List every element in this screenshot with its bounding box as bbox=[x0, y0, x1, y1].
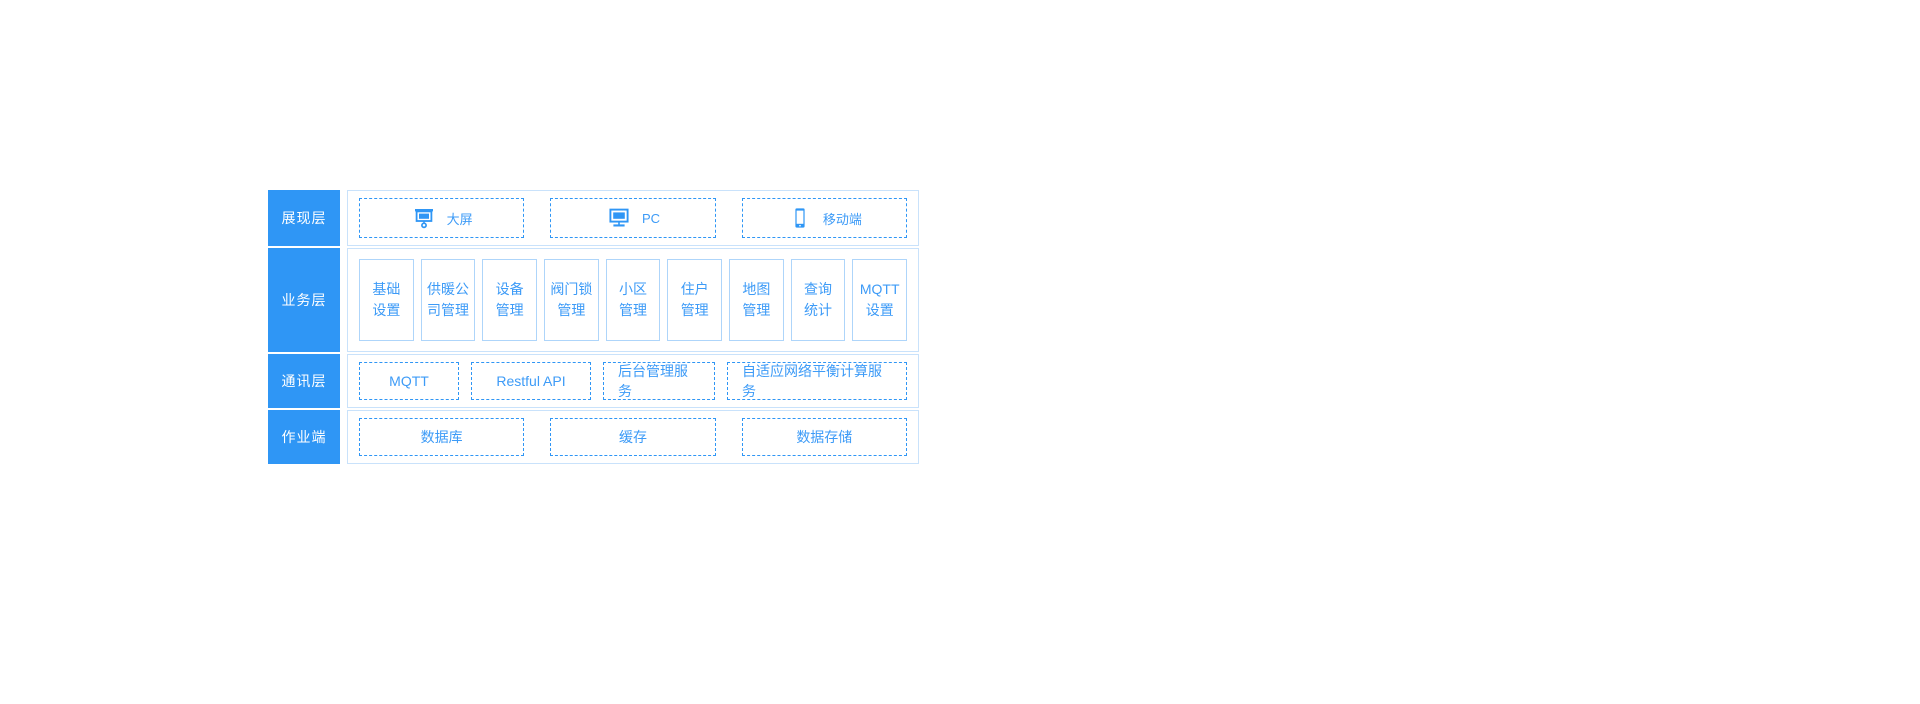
business-item-device-management[interactable]: 设备 管理 bbox=[482, 259, 538, 341]
business-item-basic-settings[interactable]: 基础 设置 bbox=[359, 259, 414, 341]
layer-body-presentation: 大屏 PC bbox=[347, 190, 919, 246]
business-item-label-line1: 小区 bbox=[619, 281, 648, 297]
business-item-label-line2: 管理 bbox=[557, 302, 586, 318]
business-item-label-line1: 设备 bbox=[495, 281, 524, 297]
layer-body-business: 基础 设置 供暖公 司管理 设备 管理 阀门锁 管理 bbox=[347, 248, 919, 352]
communication-item-adaptive-network-balance-service[interactable]: 自适应网络平衡计算服务 bbox=[727, 362, 907, 400]
layer-label-storage: 作业端 bbox=[268, 410, 340, 464]
business-item-label-line1: 住户 bbox=[680, 281, 709, 297]
layer-label-business: 业务层 bbox=[268, 248, 340, 352]
layer-label-communication: 通讯层 bbox=[268, 354, 340, 408]
desktop-monitor-icon bbox=[606, 205, 632, 231]
presentation-item-label: PC bbox=[641, 210, 661, 226]
business-item-label-line1: 阀门锁 bbox=[550, 281, 593, 297]
business-item-label-line1: 查询 bbox=[804, 281, 833, 297]
layer-row-communication: 通讯层 MQTT Restful API 后台管理服务 自适应网络平衡计算服务 bbox=[268, 354, 919, 408]
layer-row-storage: 作业端 数据库 缓存 数据存储 bbox=[268, 410, 919, 464]
layer-row-business: 业务层 基础 设置 供暖公 司管理 设备 管理 bbox=[268, 248, 919, 352]
business-item-label-line2: 管理 bbox=[742, 302, 771, 318]
business-item-label-line2: 管理 bbox=[680, 302, 709, 318]
storage-item-cache[interactable]: 缓存 bbox=[550, 418, 716, 456]
layer-label-presentation: 展现层 bbox=[268, 190, 340, 246]
business-item-label-line2: 设置 bbox=[865, 302, 894, 318]
business-item-map-management[interactable]: 地图 管理 bbox=[729, 259, 784, 341]
business-item-label-line2: 司管理 bbox=[427, 302, 469, 318]
business-item-query-statistics[interactable]: 查询 统计 bbox=[790, 259, 846, 341]
presentation-item-label: 大屏 bbox=[446, 211, 473, 227]
communication-item-admin-service[interactable]: 后台管理服务 bbox=[603, 362, 715, 400]
business-item-label-line1: 基础 bbox=[372, 281, 401, 297]
business-item-community-management[interactable]: 小区 管理 bbox=[605, 259, 661, 341]
business-item-label-line1: 供暖公 bbox=[427, 281, 469, 297]
presentation-item-big-screen[interactable]: 大屏 bbox=[359, 198, 525, 238]
layer-body-storage: 数据库 缓存 数据存储 bbox=[347, 410, 919, 464]
presentation-item-pc[interactable]: PC bbox=[550, 198, 716, 238]
business-item-label-line2: 设置 bbox=[372, 302, 401, 318]
business-item-mqtt-settings[interactable]: MQTT 设置 bbox=[852, 259, 908, 341]
business-item-valve-lock-management[interactable]: 阀门锁 管理 bbox=[544, 259, 599, 341]
communication-item-restful-api[interactable]: Restful API bbox=[471, 362, 591, 400]
presentation-item-label: 移动端 bbox=[822, 211, 862, 227]
layer-body-communication: MQTT Restful API 后台管理服务 自适应网络平衡计算服务 bbox=[347, 354, 919, 408]
business-item-label-line1: MQTT bbox=[859, 281, 900, 297]
mobile-phone-icon bbox=[787, 205, 813, 231]
storage-item-data-storage[interactable]: 数据存储 bbox=[741, 418, 907, 456]
layer-row-presentation: 展现层 大屏 bbox=[268, 190, 919, 246]
storage-item-database[interactable]: 数据库 bbox=[359, 418, 525, 456]
business-item-label-line2: 管理 bbox=[495, 302, 524, 318]
architecture-diagram: 展现层 大屏 bbox=[268, 190, 919, 466]
business-item-label-line2: 统计 bbox=[804, 302, 833, 318]
communication-item-mqtt[interactable]: MQTT bbox=[359, 362, 459, 400]
presentation-item-mobile[interactable]: 移动端 bbox=[741, 198, 907, 238]
business-item-heating-company-management[interactable]: 供暖公 司管理 bbox=[420, 259, 476, 341]
business-item-label-line1: 地图 bbox=[742, 281, 771, 297]
projector-screen-icon bbox=[411, 205, 437, 231]
business-item-label-line2: 管理 bbox=[619, 302, 648, 318]
business-item-resident-management[interactable]: 住户 管理 bbox=[667, 259, 723, 341]
